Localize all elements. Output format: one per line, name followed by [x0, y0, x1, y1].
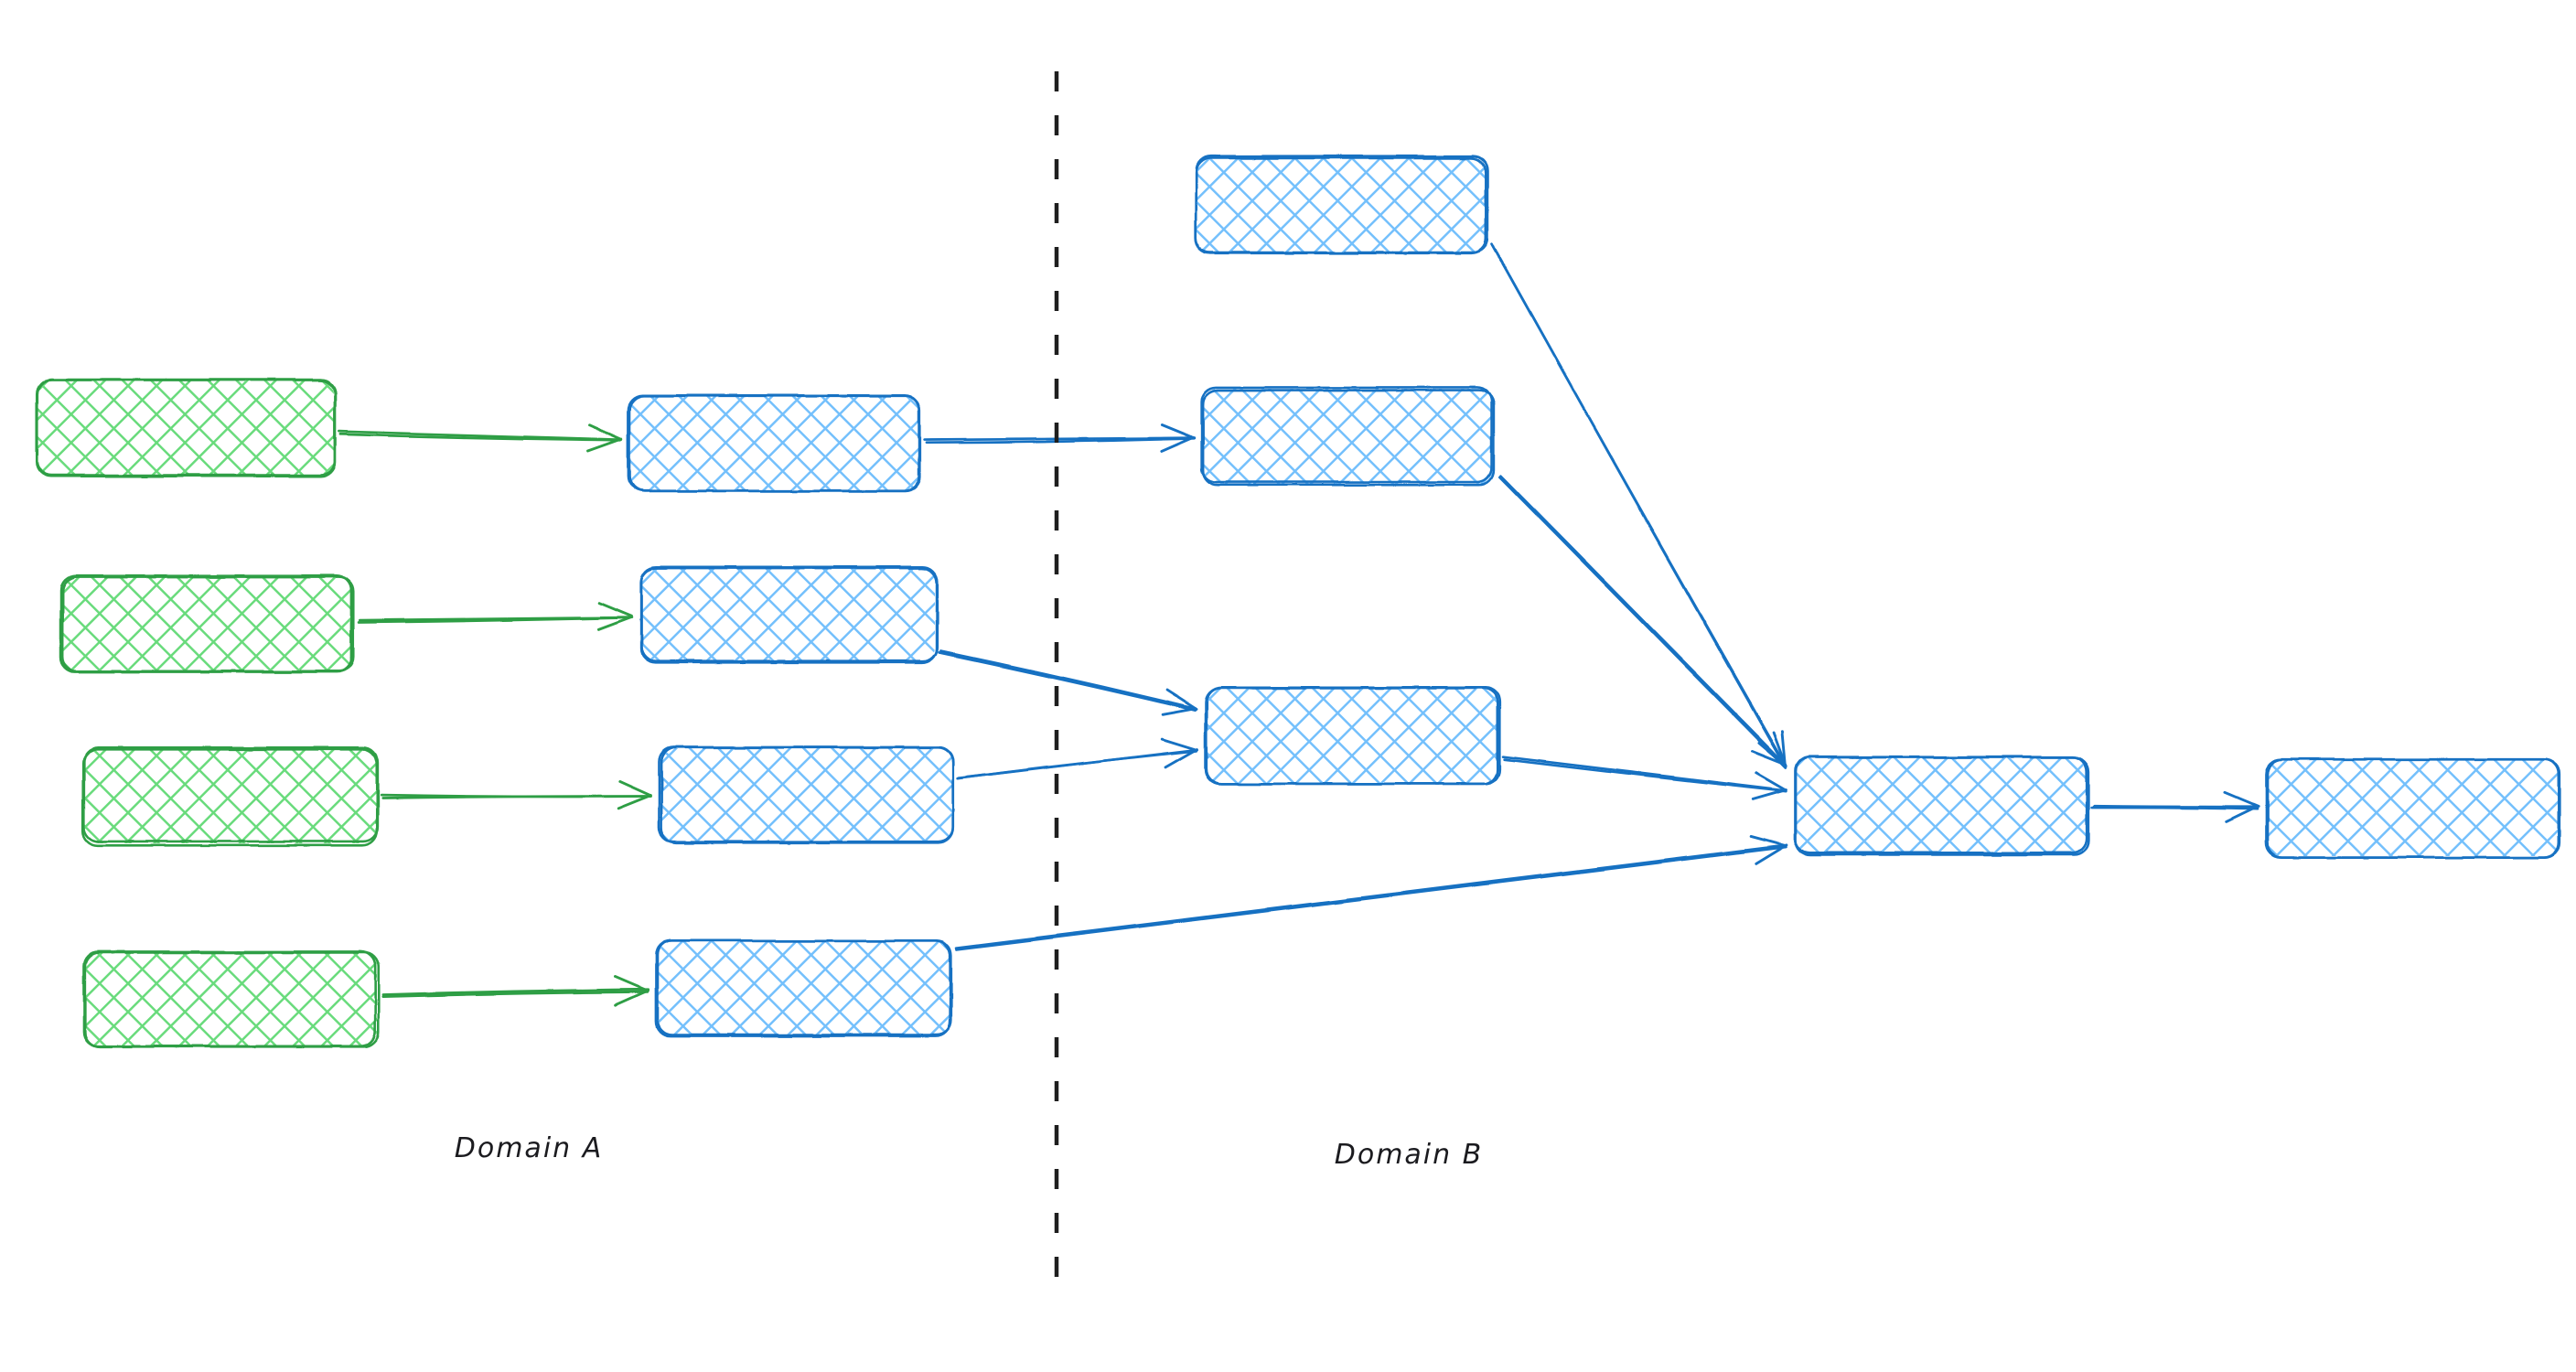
node-b3[interactable]	[658, 745, 955, 844]
node-b4[interactable]	[655, 939, 952, 1037]
node-fill	[629, 395, 920, 490]
edge-shaft	[956, 749, 1198, 780]
edge-shaft	[955, 845, 1787, 951]
edge-e-a4-b4[interactable]	[381, 975, 650, 1007]
node-fill	[2267, 759, 2560, 856]
edge-shaft	[2090, 806, 2259, 810]
edge-shaft	[954, 843, 1788, 949]
node-fill	[37, 380, 334, 476]
domain-b-label: Domain B	[1335, 1139, 1484, 1171]
node-b1[interactable]	[627, 393, 921, 493]
edge-shaft	[939, 649, 1197, 711]
node-outline	[82, 950, 377, 1048]
edge-shaft	[1503, 757, 1788, 793]
node-out[interactable]	[2265, 757, 2561, 859]
arrow-head	[1754, 843, 1788, 865]
node-fill	[84, 748, 377, 843]
node-outline	[627, 393, 920, 493]
edge-shaft	[1491, 244, 1787, 768]
node-outline	[61, 575, 355, 673]
node-outline	[1201, 389, 1496, 487]
arrow-head	[587, 423, 621, 441]
arrow-head	[1772, 731, 1787, 766]
edge-e-b2-c3[interactable]	[938, 649, 1198, 716]
node-fill	[640, 567, 935, 662]
edge-e-c3-hub[interactable]	[1501, 755, 1788, 801]
node-a1[interactable]	[35, 378, 337, 477]
edge-e-c2-hub[interactable]	[1498, 474, 1787, 769]
arrow-head	[2223, 791, 2260, 809]
node-fill	[1206, 688, 1498, 785]
edge-shaft	[338, 433, 622, 442]
arrow-head	[1755, 771, 1787, 791]
node-hub[interactable]	[1793, 756, 2090, 856]
edge-e-a3-b3[interactable]	[380, 780, 653, 810]
node-fill	[62, 576, 353, 671]
arrow-head	[1752, 788, 1788, 801]
node-fill	[660, 748, 953, 843]
edges-layer	[337, 242, 2260, 1007]
arrow-head	[1749, 835, 1787, 847]
node-outline	[639, 565, 939, 662]
nodes-layer	[35, 155, 2561, 1048]
arrow-head	[613, 975, 649, 992]
arrow-head	[1160, 737, 1198, 752]
edge-shaft	[938, 651, 1197, 713]
node-fill	[1795, 757, 2088, 854]
arrow-head	[1751, 749, 1787, 766]
node-c3[interactable]	[1204, 686, 1502, 786]
node-c2[interactable]	[1200, 386, 1496, 487]
edge-shaft	[357, 616, 633, 624]
node-a2[interactable]	[59, 573, 355, 673]
node-c1[interactable]	[1194, 155, 1489, 255]
arrow-head	[1161, 707, 1197, 716]
node-a3[interactable]	[81, 745, 380, 847]
arrow-head	[2225, 805, 2259, 823]
edge-shaft	[381, 990, 649, 998]
edge-shaft	[381, 795, 652, 799]
node-fill	[1203, 389, 1494, 484]
edge-shaft	[1499, 474, 1787, 766]
arrow-head	[597, 601, 633, 618]
arrow-head	[1160, 423, 1197, 440]
arrow-head	[586, 437, 623, 453]
edge-e-hub-out[interactable]	[2090, 791, 2260, 823]
labels-layer: Domain A Domain B	[455, 1132, 1484, 1171]
edge-shaft	[925, 436, 1197, 445]
node-fill	[657, 940, 950, 1035]
edge-shaft	[923, 436, 1197, 442]
node-fill	[84, 951, 377, 1046]
node-outline	[1200, 386, 1493, 484]
edge-shaft	[381, 988, 650, 996]
edge-e-c1-hub[interactable]	[1490, 242, 1788, 768]
node-outline	[1194, 156, 1487, 255]
edge-shaft	[1498, 476, 1787, 769]
node-outline	[2266, 758, 2561, 859]
node-outline	[1205, 686, 1502, 786]
node-outline	[82, 745, 380, 843]
node-outline	[656, 939, 952, 1036]
arrow-head	[618, 780, 652, 797]
edge-e-a2-b2[interactable]	[357, 601, 634, 631]
node-outline	[658, 745, 955, 843]
node-fill	[1197, 157, 1487, 252]
arrow-head	[614, 989, 649, 1007]
arrow-head	[596, 616, 633, 631]
edge-e-b1-c2[interactable]	[923, 423, 1197, 453]
node-outline	[1793, 756, 2088, 854]
arrow-head	[1165, 689, 1198, 711]
domain-a-label: Domain A	[455, 1132, 603, 1164]
edge-e-a1-b1[interactable]	[337, 423, 623, 453]
node-b2[interactable]	[639, 565, 939, 664]
arrow-head	[1160, 436, 1195, 453]
node-a4[interactable]	[82, 950, 381, 1048]
arrow-head	[1164, 747, 1198, 769]
edge-e-b4-hub[interactable]	[954, 835, 1788, 951]
arrow-head	[617, 794, 653, 810]
node-outline	[36, 379, 337, 477]
edge-e-b3-c3[interactable]	[956, 737, 1198, 780]
